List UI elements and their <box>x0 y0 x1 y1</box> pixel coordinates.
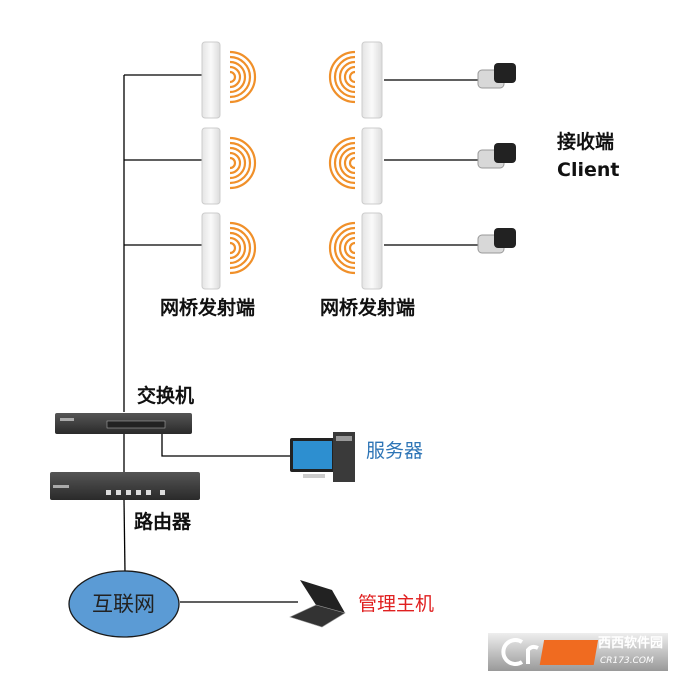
server-label: 服务器 <box>366 440 424 462</box>
wifi-wave-icon <box>229 221 257 275</box>
camera-icon <box>494 63 516 83</box>
wifi-wave-icon <box>229 241 237 255</box>
wifi-wave-icon <box>229 50 257 104</box>
wifi-wave-icon <box>343 151 356 175</box>
wifi-wave-icon <box>229 136 257 190</box>
laptop <box>289 580 346 628</box>
wifi-wave-icon <box>229 236 242 260</box>
router-label: 路由器 <box>134 511 192 533</box>
wifi-wave-icon <box>229 55 252 99</box>
wifi-wave-icon <box>229 151 242 175</box>
switch-label: 交换机 <box>137 385 195 407</box>
transmitter-label-2: 网桥发射端 <box>320 297 416 319</box>
wifi-wave-icon <box>229 156 237 170</box>
wifi-wave-icon <box>229 146 247 180</box>
wifi-wave-icon <box>333 141 356 185</box>
switch-device <box>55 413 192 434</box>
server-computer <box>290 432 355 482</box>
cables <box>123 74 480 603</box>
wifi-wave-icon <box>328 136 356 190</box>
admin-host-label: 管理主机 <box>358 593 435 615</box>
wifi-wave-icon <box>343 65 356 89</box>
wifi-wave-icon <box>338 60 356 94</box>
watermark-url: CR173.COM <box>600 656 654 666</box>
watermark-logo <box>488 633 668 671</box>
wifi-wave-icon <box>348 156 356 170</box>
bridge-receiver <box>361 212 383 290</box>
receiver-label: 接收端 <box>557 131 615 153</box>
wifi-wave-icon <box>229 226 252 270</box>
camera-icon <box>494 228 516 248</box>
internet-label: 互联网 <box>92 592 155 616</box>
receiver-label-en: Client <box>557 159 620 181</box>
wifi-wave-icon <box>343 236 356 260</box>
wifi-wave-icon <box>338 231 356 265</box>
bridge-transmitter <box>201 212 221 290</box>
wifi-wave-icon <box>229 231 247 265</box>
internet-cloud <box>68 570 180 638</box>
camera-icon <box>494 143 516 163</box>
wifi-wave-icon <box>348 241 356 255</box>
wifi-wave-icon <box>328 50 356 104</box>
wifi-wave-icon <box>229 141 252 185</box>
bridge-receiver <box>361 41 383 119</box>
wifi-wave-icon <box>229 65 242 89</box>
wifi-wave-icon <box>348 70 356 84</box>
watermark-cr-mark <box>501 638 539 666</box>
router-device <box>50 472 200 500</box>
transmitter-label-1: 网桥发射端 <box>160 297 256 319</box>
wifi-wave-icon <box>229 70 237 84</box>
bridge-transmitter <box>201 127 221 205</box>
watermark-brand: 西西软件园 <box>598 636 664 651</box>
wifi-wave-icon <box>338 146 356 180</box>
bridge-transmitter <box>201 41 221 119</box>
wifi-wave-icon <box>229 60 247 94</box>
wifi-wave-icon <box>333 55 356 99</box>
bridge-receiver <box>361 127 383 205</box>
wifi-wave-icon <box>333 226 356 270</box>
wifi-wave-icon <box>328 221 356 275</box>
